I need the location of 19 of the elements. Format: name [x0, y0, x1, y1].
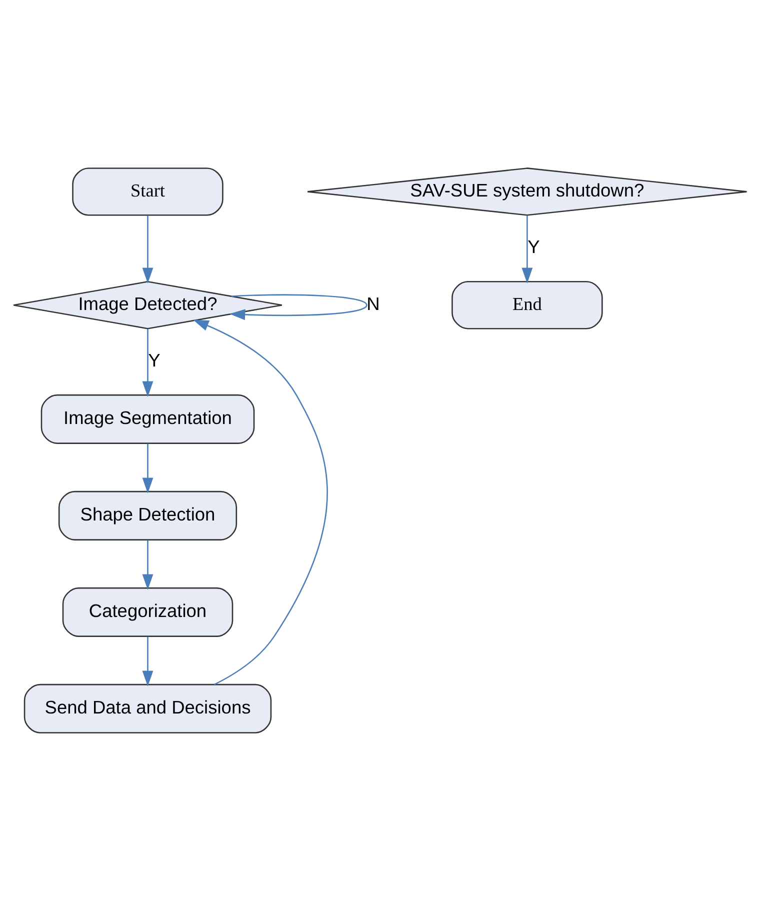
node-box: Send Data and Decisions — [24, 684, 272, 734]
edge-label: Y — [528, 236, 540, 258]
node-box: End — [452, 281, 603, 330]
node-diamond: Image Detected? — [12, 280, 283, 330]
node-box: Start — [72, 168, 224, 216]
edge-label: N — [366, 292, 380, 314]
arrow — [193, 320, 328, 686]
arrow — [142, 328, 154, 397]
arrow — [142, 215, 154, 284]
node-box: Categorization — [62, 587, 234, 637]
arrow — [142, 540, 154, 590]
edge-label: Y — [148, 350, 160, 371]
arrow — [142, 636, 154, 686]
node-diamond: SAV-SUE system shutdown? — [306, 168, 748, 216]
node-box: Image Segmentation — [40, 394, 255, 444]
arrow — [522, 215, 533, 284]
node-box: Shape Detection — [58, 490, 238, 540]
arrow — [142, 444, 154, 494]
arrow — [229, 294, 368, 320]
